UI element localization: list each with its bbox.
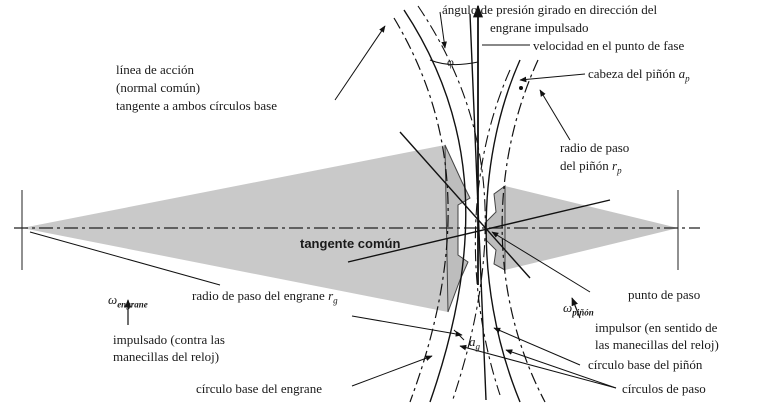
omega-pinion-symbol: ω xyxy=(563,300,573,315)
omega-gear-label: ωengrane xyxy=(108,292,148,313)
leader-pinion-radius xyxy=(539,89,571,141)
line-of-action xyxy=(469,13,487,401)
leader-pinion-base xyxy=(493,327,581,366)
driven-label-2: manecillas del reloj) xyxy=(113,349,220,364)
pinion-radius-subscript: p xyxy=(617,165,622,176)
pinion-radius-text: del piñón xyxy=(560,158,609,173)
leader-gear-base xyxy=(351,355,433,387)
leader-line-of-action xyxy=(334,25,386,101)
leader-pressure-angle xyxy=(439,11,447,49)
leader-gear-radius-arrow xyxy=(351,315,463,337)
line-of-action-label-2: (normal común) xyxy=(116,80,201,95)
velocity-label: velocidad en el punto de fase xyxy=(533,38,685,53)
pinion-radius-label-2: del piñón rp xyxy=(560,158,622,179)
driver-label-1: impulsor (en sentido de xyxy=(595,320,718,335)
pinion-radius-symbol: r xyxy=(612,158,618,173)
gear-radius-symbol: r xyxy=(328,288,334,303)
omega-gear-symbol: ω xyxy=(108,292,118,307)
ag-label: ag xyxy=(469,334,480,355)
ag-symbol: a xyxy=(469,334,476,349)
driven-label-1: impulsado (contra las xyxy=(113,332,225,347)
leader-pitch-circles-2 xyxy=(505,349,617,389)
pinion-head-point xyxy=(519,86,523,90)
pinion-addendum-circle xyxy=(474,69,511,396)
omega-pinion-label: ωpiñón xyxy=(563,300,594,321)
pinion-base-circle-label: círculo base del piñón xyxy=(588,357,703,372)
gear-pitch-circle xyxy=(403,9,467,403)
common-tangent-label: tangente común xyxy=(300,236,401,251)
gear-radius-text: radio de paso del engrane xyxy=(192,288,325,303)
leader-pinion-head xyxy=(519,73,586,83)
gear-base-circle-label: círculo base del engrane xyxy=(196,381,322,396)
pinion-head-symbol: a xyxy=(678,66,686,81)
pinion-pitch-circle xyxy=(485,59,521,403)
pressure-angle-arc xyxy=(429,59,479,66)
leader-gear-radius xyxy=(29,231,221,286)
pitch-point-label: punto de paso xyxy=(628,287,701,302)
pinion-radius-label-1: radio de paso xyxy=(560,140,630,155)
omega-pinion-subscript: piñón xyxy=(572,307,594,318)
pitch-circles-label: círculos de paso xyxy=(622,381,706,396)
leader-pitch-circles-1 xyxy=(459,344,617,389)
ag-subscript: g xyxy=(475,341,481,352)
phi-symbol: φ xyxy=(447,55,454,69)
driver-label-2: las manecillas del reloj) xyxy=(595,337,719,352)
omega-gear-subscript: engrane xyxy=(117,299,148,310)
pinion-rotation-arrow xyxy=(571,297,581,319)
line-of-action-label-1: línea de acción xyxy=(116,62,194,77)
gear-radius-subscript: g xyxy=(333,295,338,306)
tangent-line-1 xyxy=(347,199,611,263)
pressure-angle-label-line2: engrane impulsado xyxy=(490,20,589,35)
gear-base-circle xyxy=(393,17,449,403)
pinion-head-text: cabeza del piñón xyxy=(588,66,676,81)
pinion-head-subscript: p xyxy=(685,73,690,84)
gear-radius-label: radio de paso del engrane rg xyxy=(192,288,338,309)
leader-ag xyxy=(453,329,465,341)
line-of-action-label-3: tangente a ambos círculos base xyxy=(116,98,277,113)
pinion-head-label: cabeza del piñón ap xyxy=(588,66,690,87)
leader-pitch-point xyxy=(491,231,591,293)
gear-addendum-circle xyxy=(417,5,486,403)
pressure-angle-label-line1: ángulo de presión girado en dirección de… xyxy=(442,2,658,17)
